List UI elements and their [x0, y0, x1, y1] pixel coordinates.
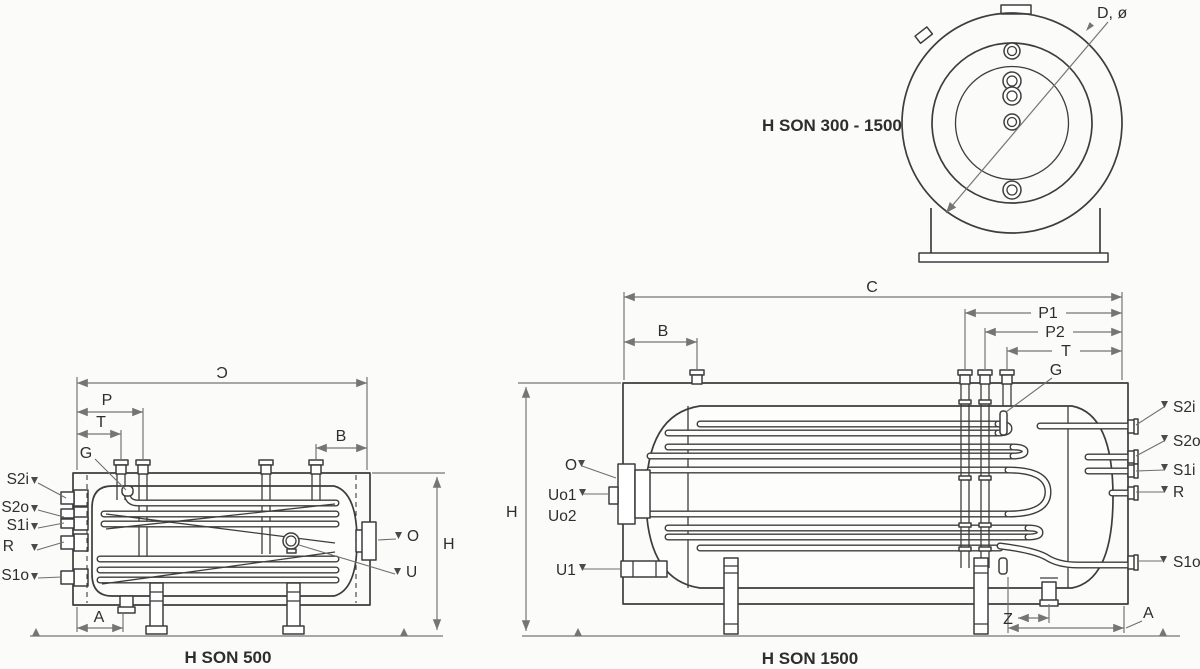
front-view-drawing: [901, 4, 1123, 263]
small-left-ports: [60, 489, 89, 587]
top-lug: [1000, 4, 1032, 15]
front-view-dimensions: D, ø: [945, 5, 1127, 214]
port-u1-label: U1: [556, 562, 576, 579]
small-tank-dimensions: Ɔ P T B A H: [30, 365, 455, 637]
small-legs: [145, 582, 305, 635]
large-port-o-flange: [617, 463, 636, 525]
dim-p1-label: P1: [1038, 305, 1058, 322]
small-drain-stub: [119, 595, 134, 609]
port-uo2-label: Uo2: [548, 508, 576, 525]
port-u-label-small: U: [406, 564, 417, 581]
large-bottom-sensor-stub: [998, 557, 1008, 575]
large-right-ports: [1127, 418, 1139, 571]
large-port-u1-fitting: [620, 560, 668, 578]
dim-a-label-large: A: [1143, 605, 1154, 622]
large-tank-drawing: [608, 369, 1139, 635]
front-ports: [1002, 42, 1022, 200]
diameter-arrowhead: [1086, 22, 1094, 31]
large-tank-caption: H SON 1500: [762, 649, 858, 668]
port-o-label-small: O: [407, 528, 419, 545]
port-s2i-label-small: S2i: [7, 471, 29, 488]
dim-c-label-large: C: [866, 279, 878, 296]
large-tank-dimensions: C B P1 P2 T H Z A: [506, 279, 1180, 637]
side-view-h-son-500: Ɔ P T B A H G S2i S2o S1i R S1o O: [1, 365, 454, 667]
dim-t-label-large: T: [1061, 343, 1071, 360]
small-tank-drawing: [60, 459, 377, 635]
diameter-dim-label: D, ø: [1097, 5, 1127, 22]
large-tank-port-labels: G S2i S2o S1i R S1o O Uo1 Uo2 U1: [548, 362, 1200, 579]
port-g-label-small: G: [80, 445, 92, 462]
port-s2o-label-small: S2o: [1, 499, 29, 516]
dim-z-label: Z: [1003, 611, 1013, 628]
port-r-label-small: R: [3, 538, 14, 555]
small-tank-caption: H SON 500: [185, 648, 272, 667]
dim-c-label-small: Ɔ: [216, 365, 228, 382]
front-view: D, ø H SON 300 - 1500: [762, 4, 1127, 263]
dim-h-label-small: H: [443, 536, 455, 553]
port-uo1-label: Uo1: [548, 487, 576, 504]
tank-inner-circle: [954, 65, 1070, 181]
port-o-label-large: O: [565, 457, 577, 474]
dim-p-label: P: [102, 392, 113, 409]
port-s1o-label-small: S1o: [1, 567, 29, 584]
large-dip-pipes: [958, 383, 1012, 568]
side-lug: [914, 26, 934, 44]
front-view-caption: H SON 300 - 1500: [762, 116, 902, 135]
stand-base: [918, 252, 1109, 263]
dim-b-label-small: B: [336, 428, 347, 445]
small-port-u-fitting: [282, 532, 300, 554]
port-s2i-label-large: S2i: [1173, 399, 1195, 416]
dim-b-label-large: B: [658, 323, 669, 340]
dim-p2-label: P2: [1045, 324, 1065, 341]
small-drain-cap: [117, 606, 136, 614]
large-port-o-neck: [634, 469, 651, 519]
dim-a-label-small: A: [94, 609, 105, 626]
large-legs: [723, 557, 989, 635]
dim-t-label-small: T: [96, 414, 106, 431]
small-top-nipples: [113, 459, 324, 475]
side-view-h-son-1500: C B P1 P2 T H Z A G S2i S2o S1i R S1o: [506, 279, 1200, 668]
port-s2o-label-large: S2o: [1173, 433, 1200, 450]
diameter-leader-line: [945, 21, 1109, 214]
large-port-g-fitting: [999, 410, 1008, 436]
small-port-o-flange: [361, 521, 377, 561]
small-tank-port-labels: G S2i S2o S1i R S1o O U: [1, 445, 419, 584]
large-drain-stub: [1041, 581, 1057, 603]
large-port-uo-stub: [608, 486, 619, 505]
port-s1i-label-large: S1i: [1173, 462, 1195, 479]
tank-outer-circle: [901, 12, 1123, 234]
port-s1o-label-large: S1o: [1173, 554, 1200, 571]
port-s1i-label-small: S1i: [7, 517, 29, 534]
large-top-nipples: [689, 369, 1015, 385]
dim-h-label-large: H: [506, 504, 518, 521]
port-g-label-large: G: [1050, 362, 1062, 379]
port-r-label-large: R: [1173, 484, 1184, 501]
